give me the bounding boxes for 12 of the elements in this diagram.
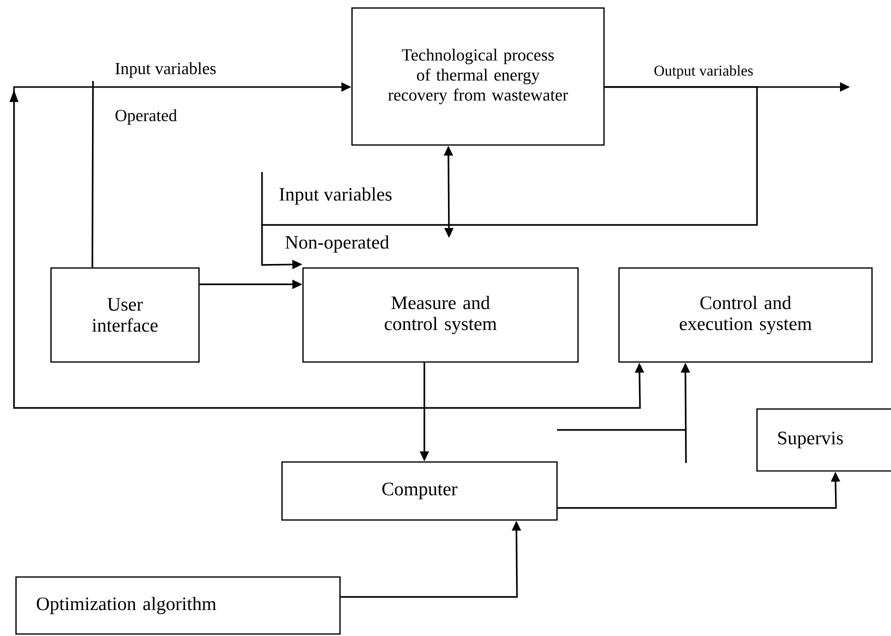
- edge-label: Output variables: [652, 64, 754, 80]
- process-box: Technological process of thermal energy recovery from wastewater: [351, 7, 605, 146]
- signal-label: Input variables: [280, 187, 392, 205]
- process-box: Control and execution system: [618, 267, 873, 363]
- process-box: Optimization algorithm: [15, 576, 341, 635]
- signal-label: Input variables: [115, 62, 216, 78]
- signal-label: Operated: [116, 109, 177, 125]
- process-box: Measure and control system: [302, 267, 579, 363]
- signal-label: Non-operated: [285, 235, 390, 253]
- process-box: Computer: [281, 461, 558, 521]
- process-box: Supervis: [756, 408, 891, 472]
- process-box: User interface: [50, 267, 200, 363]
